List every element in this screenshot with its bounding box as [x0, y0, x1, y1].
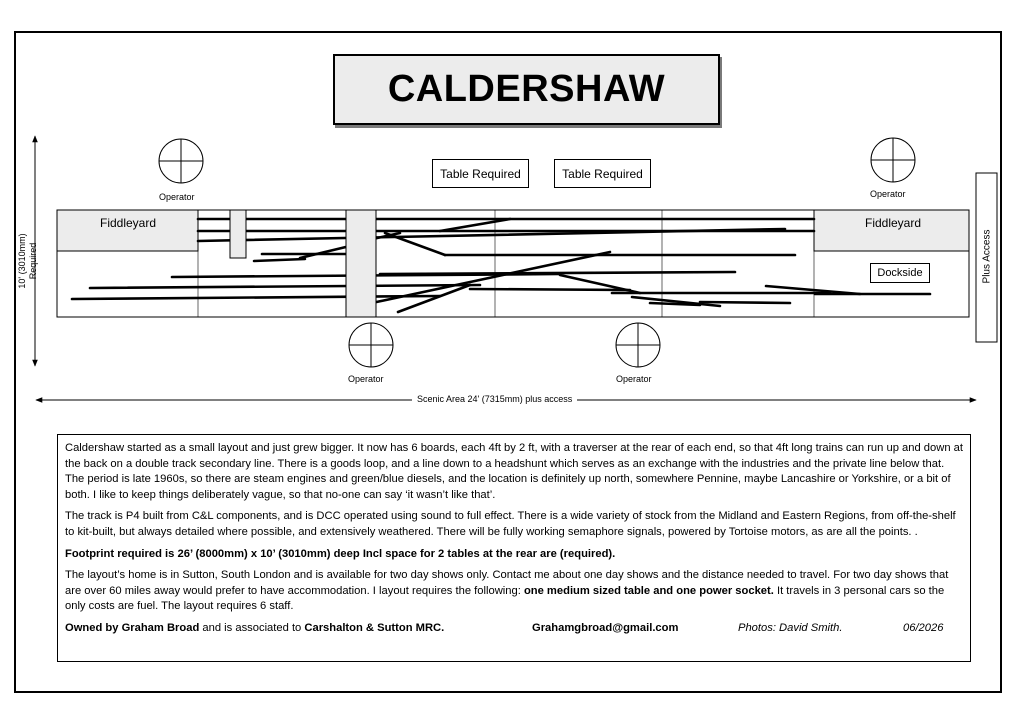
fiddleyard-left	[56, 209, 199, 252]
plus-access-panel	[975, 172, 998, 343]
page-title: CALDERSHAW	[333, 54, 720, 125]
depth-label-line1: 10' (3010mm)	[17, 233, 27, 289]
scenic-area-label: Scenic Area 24' (7315mm) plus access	[412, 394, 578, 404]
traverser-left	[229, 209, 247, 259]
depth-label-line2: Required	[28, 242, 38, 280]
operator-label: Operator	[159, 192, 195, 202]
operator-label: Operator	[348, 374, 384, 384]
operator-label: Operator	[870, 189, 906, 199]
requirements-highlight: one medium sized table and one power soc…	[523, 584, 774, 597]
operator-label: Operator	[616, 374, 652, 384]
owner-association: and is associated to	[199, 621, 305, 634]
fiddleyard-right-label: Fiddleyard	[865, 216, 922, 230]
traverser-centre	[345, 209, 377, 318]
contact-email[interactable]: Grahamgbroad@gmail.com	[532, 621, 679, 634]
fiddleyard-right	[813, 209, 970, 252]
table-required-box: Table Required	[554, 159, 651, 188]
photo-credit: Photos: David Smith.	[738, 621, 843, 634]
transport-text: It travels in 3 personal cars so the onl…	[65, 584, 945, 613]
dockside-label: Dockside	[870, 263, 930, 283]
plus-access-label: Plus Access	[981, 229, 993, 284]
owner-name: Owned by Graham Broad	[65, 621, 200, 634]
date-label: 06/2026	[903, 621, 944, 634]
operator-icon	[158, 138, 204, 184]
description-paragraph-2: The track is P4 built from C&L component…	[65, 510, 956, 538]
availability-text: The layout’s home is in Sutton, South Lo…	[65, 569, 949, 597]
table-required-box: Table Required	[432, 159, 529, 188]
club-name: Carshalton & Sutton MRC.	[304, 621, 445, 634]
description-paragraph-1: Caldershaw started as a small layout and…	[65, 442, 963, 501]
operator-icon	[348, 322, 394, 368]
footer-line: Owned by Graham Broad and is associated …	[65, 621, 963, 637]
track-plan	[70, 217, 932, 314]
operator-icon	[870, 137, 916, 183]
fiddleyard-left-label: Fiddleyard	[100, 216, 157, 230]
operator-icon	[615, 322, 661, 368]
depth-label: 10' (3010mm) Required	[17, 206, 39, 316]
description-paragraph-4: The layout’s home is in Sutton, South Lo…	[65, 568, 963, 615]
description-panel: Caldershaw started as a small layout and…	[57, 434, 971, 662]
footprint-statement: Footprint required is 26’ (8000mm) x 10’…	[65, 547, 616, 560]
page-frame	[14, 31, 1002, 693]
owner-info: Owned by Graham Broad and is associated …	[65, 621, 532, 637]
